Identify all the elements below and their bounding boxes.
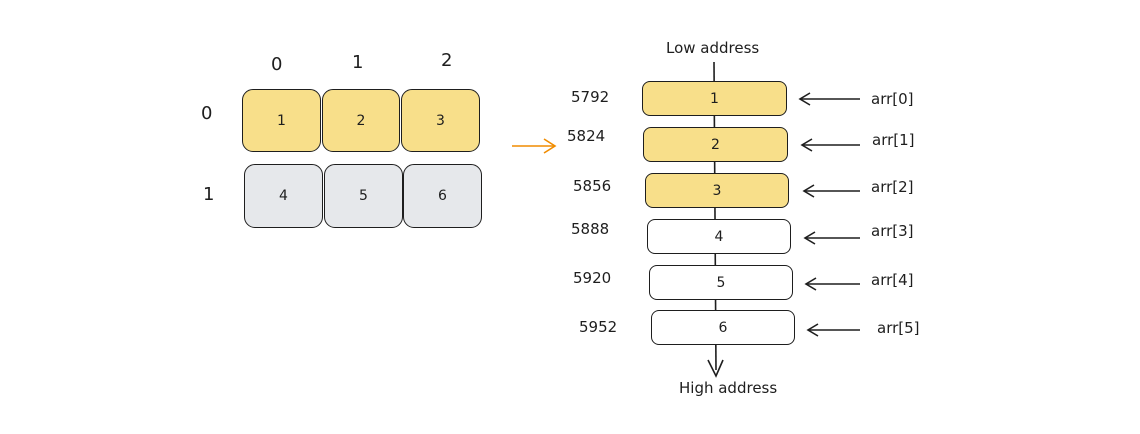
address-label: 5792 [571, 88, 610, 106]
memory-cell: 1 [642, 81, 787, 116]
matrix-cell-0-2: 3 [401, 89, 480, 152]
address-label: 5856 [573, 177, 612, 195]
col-header-0: 0 [271, 54, 283, 75]
row-header-1: 1 [203, 184, 215, 205]
row-header-0: 0 [201, 103, 213, 124]
pointer-arrow-head [804, 277, 817, 291]
matrix-cell-1-2: 6 [403, 164, 482, 228]
element-name-label: arr[3] [871, 222, 914, 240]
matrix-cell-1-1: 5 [324, 164, 403, 228]
transform-arrow-head [543, 138, 557, 154]
memory-cell: 4 [647, 219, 791, 254]
memory-cell: 3 [645, 173, 789, 208]
col-header-1: 1 [352, 52, 364, 73]
element-name-label: arr[4] [871, 271, 914, 289]
axis-arrowhead [707, 359, 724, 378]
low-address-label: Low address [666, 39, 760, 57]
pointer-arrow-head [803, 231, 816, 245]
element-name-label: arr[5] [877, 319, 920, 337]
pointer-arrows [798, 92, 860, 337]
memory-cell: 2 [643, 127, 788, 162]
matrix-cell-0-1: 2 [322, 89, 400, 152]
address-label: 5824 [567, 127, 606, 145]
pointer-arrow-head [802, 184, 815, 198]
element-name-label: arr[1] [872, 131, 915, 149]
memory-cell: 6 [651, 310, 795, 345]
matrix-cell-1-0: 4 [244, 164, 323, 228]
address-label: 5888 [571, 220, 610, 238]
pointer-arrow-head [806, 323, 819, 337]
pointer-arrow-head [798, 92, 811, 106]
matrix-cell-0-0: 1 [242, 89, 321, 152]
memory-cell: 5 [649, 265, 793, 300]
address-label: 5952 [579, 318, 618, 336]
pointer-arrow-head [800, 138, 813, 152]
element-name-label: arr[0] [871, 90, 914, 108]
high-address-label: High address [679, 379, 778, 397]
address-label: 5920 [573, 269, 612, 287]
element-name-label: arr[2] [871, 178, 914, 196]
col-header-2: 2 [441, 50, 453, 71]
